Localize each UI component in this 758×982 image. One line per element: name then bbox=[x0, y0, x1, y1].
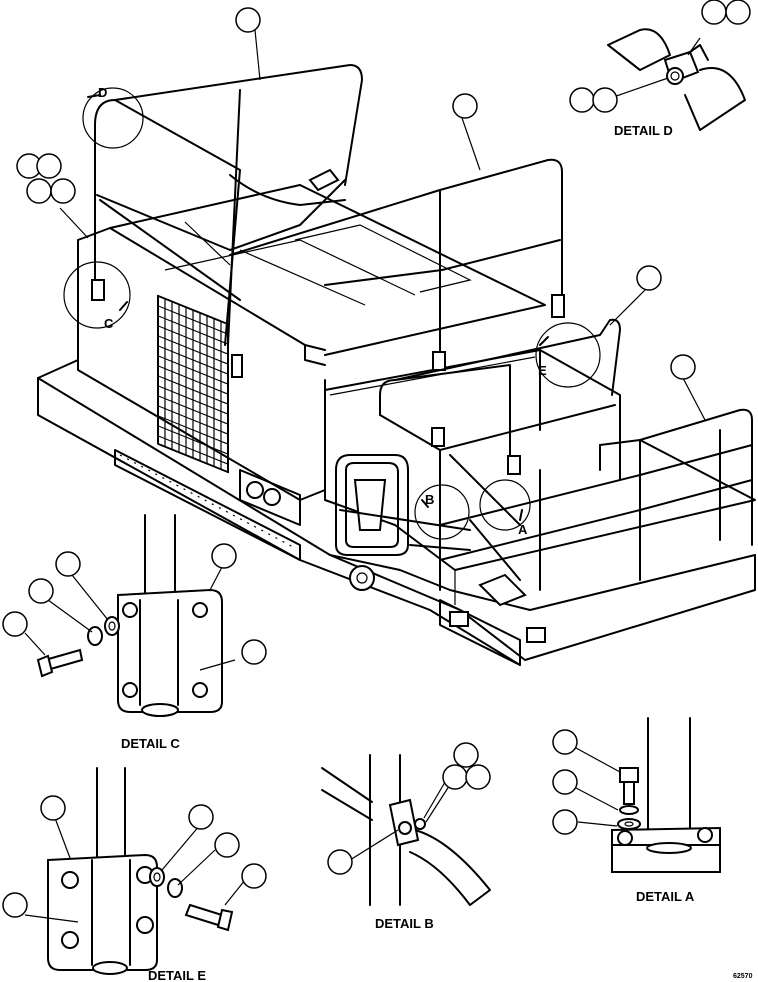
callout-bubble bbox=[188, 804, 214, 830]
detail-d-label: DETAIL D bbox=[614, 123, 673, 138]
callout-bubble bbox=[701, 0, 727, 25]
callout-bubble bbox=[214, 832, 240, 858]
callout-bubble bbox=[552, 809, 578, 835]
callout-bubble bbox=[552, 729, 578, 755]
callout-bubble bbox=[569, 87, 595, 113]
callout-bubble bbox=[636, 265, 662, 291]
callout-bubble bbox=[36, 153, 62, 179]
marker-c: C bbox=[104, 316, 114, 331]
marker-a: A bbox=[518, 522, 528, 537]
platform-assembly bbox=[37, 64, 756, 666]
callout-bubble bbox=[50, 178, 76, 204]
callout-bubble bbox=[235, 7, 261, 33]
callout-bubble bbox=[452, 93, 478, 119]
callout-bubble bbox=[241, 639, 267, 665]
callout-bubble bbox=[465, 764, 491, 790]
callout-bubble bbox=[552, 769, 578, 795]
detail-a-label: DETAIL A bbox=[636, 889, 695, 904]
callout-bubbles bbox=[2, 0, 751, 918]
callout-bubble bbox=[40, 795, 66, 821]
detail-b-drawing bbox=[321, 754, 491, 906]
detail-c-label: DETAIL C bbox=[121, 736, 180, 751]
figure-number: 62570 bbox=[733, 973, 753, 980]
marker-d: D bbox=[98, 85, 107, 100]
detail-c-drawing bbox=[24, 514, 236, 717]
callout-bubble bbox=[241, 863, 267, 889]
detail-e-drawing bbox=[24, 767, 246, 975]
detail-d-drawing bbox=[604, 28, 746, 131]
callout-bubble bbox=[2, 611, 28, 637]
detail-e-label: DETAIL E bbox=[148, 968, 206, 982]
marker-e: E bbox=[538, 363, 547, 378]
callout-bubble bbox=[592, 87, 618, 113]
callout-bubble bbox=[327, 849, 353, 875]
marker-b: B bbox=[425, 492, 434, 507]
detail-a-drawing bbox=[575, 717, 721, 873]
callout-bubble bbox=[725, 0, 751, 25]
callout-bubble bbox=[2, 892, 28, 918]
callout-bubble bbox=[442, 764, 468, 790]
callout-bubble bbox=[28, 578, 54, 604]
callout-bubble bbox=[55, 551, 81, 577]
callout-bubble bbox=[211, 543, 237, 569]
detail-b-label: DETAIL B bbox=[375, 916, 434, 931]
callout-bubble bbox=[26, 178, 52, 204]
callout-bubble bbox=[670, 354, 696, 380]
view-markers: D C E B A bbox=[63, 85, 601, 540]
callout-bubble bbox=[453, 742, 479, 768]
